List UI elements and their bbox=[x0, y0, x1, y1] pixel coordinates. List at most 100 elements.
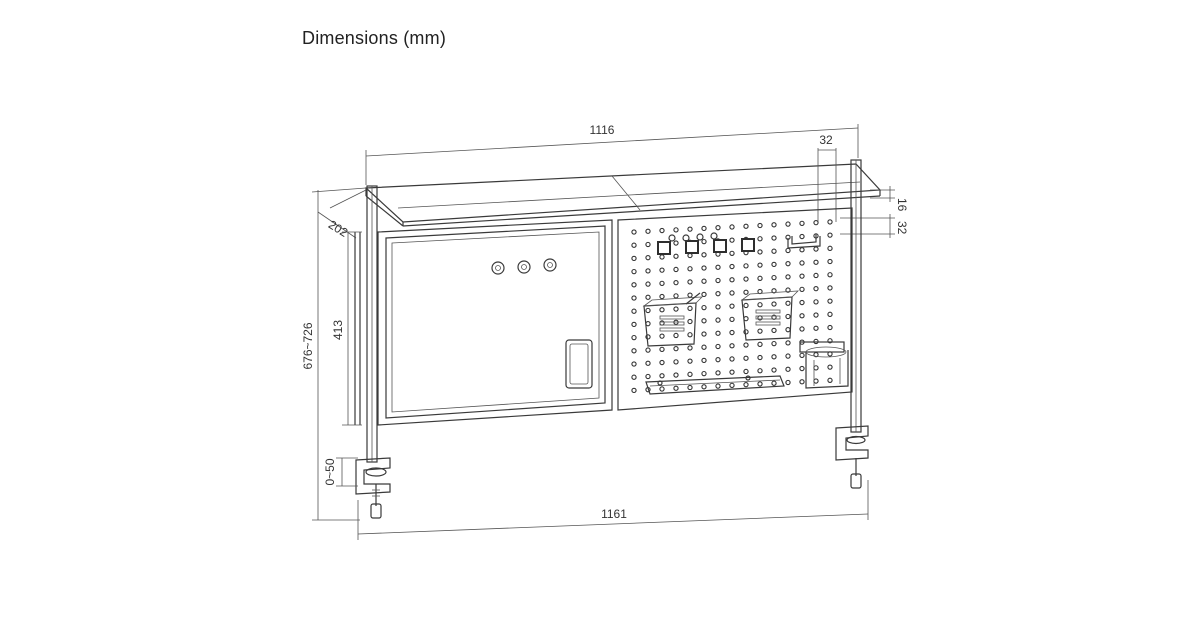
peg-hole bbox=[799, 260, 805, 266]
peg-hole bbox=[715, 330, 721, 336]
peg-hole bbox=[631, 268, 637, 275]
peg-hole bbox=[729, 224, 735, 230]
peg-hole bbox=[813, 259, 819, 265]
top-width-dimension: 1116 bbox=[365, 123, 859, 185]
peg-hole bbox=[757, 381, 763, 387]
peg-hole bbox=[743, 263, 749, 269]
peg-hole bbox=[743, 223, 749, 229]
peg-hole bbox=[827, 285, 833, 291]
peg-hole bbox=[659, 320, 665, 326]
peg-hole bbox=[631, 361, 637, 367]
peg-hole bbox=[771, 367, 777, 373]
peg-hole bbox=[827, 311, 833, 317]
peg-hole bbox=[673, 385, 679, 391]
peg-hole bbox=[701, 357, 707, 364]
peg-hole bbox=[645, 255, 651, 261]
clamp-range-label: 0~50 bbox=[323, 458, 337, 485]
peg-hole bbox=[827, 377, 833, 383]
peg-hole bbox=[701, 265, 707, 271]
peg-hole bbox=[743, 368, 749, 375]
peg-hole bbox=[715, 277, 721, 284]
peg-hole bbox=[701, 331, 707, 337]
u-hook bbox=[787, 234, 821, 249]
peg-hole bbox=[813, 312, 819, 318]
peg-hole bbox=[757, 368, 763, 374]
right-post bbox=[850, 159, 862, 433]
top-shelf bbox=[364, 163, 882, 227]
peg-hole bbox=[799, 286, 805, 293]
peg-hole bbox=[659, 359, 665, 366]
peg-hole bbox=[743, 276, 749, 282]
peg-hole bbox=[659, 333, 665, 339]
peg-hole bbox=[757, 222, 763, 229]
peg-hole bbox=[715, 343, 721, 350]
peg-hole bbox=[659, 293, 665, 300]
peg-hole bbox=[757, 328, 763, 334]
peg-hole bbox=[799, 326, 805, 332]
peg-hole bbox=[785, 261, 791, 267]
peg-hole bbox=[813, 246, 819, 252]
peg-hole bbox=[701, 318, 707, 324]
peg-hole bbox=[827, 272, 833, 278]
peg-hole bbox=[687, 226, 693, 232]
peg-hole bbox=[645, 321, 651, 327]
peg-hole bbox=[659, 227, 665, 234]
peg-hole bbox=[687, 266, 693, 272]
peg-hole bbox=[687, 252, 693, 259]
peg-hole bbox=[729, 250, 735, 257]
peg-hole bbox=[701, 370, 707, 377]
peg-hole bbox=[645, 268, 651, 274]
peg-hole bbox=[743, 302, 749, 309]
whiteboard-panel bbox=[377, 219, 613, 426]
hole-pitch-label: 32 bbox=[819, 133, 833, 147]
peg-hole bbox=[715, 304, 721, 310]
peg-hole bbox=[729, 343, 735, 349]
peg-hole bbox=[673, 359, 679, 365]
hole-row-pitch-label: 32 bbox=[895, 221, 909, 235]
peg-hole bbox=[673, 372, 679, 378]
peg-hole bbox=[799, 379, 805, 385]
peg-hole bbox=[673, 345, 679, 352]
peg-hole bbox=[673, 332, 679, 339]
peg-hole bbox=[785, 379, 791, 386]
peg-hole bbox=[645, 347, 651, 353]
peg-hole bbox=[757, 341, 763, 347]
bottom-width-label: 1161 bbox=[601, 507, 627, 521]
peg-hole bbox=[673, 240, 679, 246]
peg-hole bbox=[827, 298, 833, 304]
bottom-width-dimension: 1161 bbox=[357, 480, 869, 540]
top-width-label: 1116 bbox=[590, 123, 615, 137]
peg-hole bbox=[673, 253, 679, 259]
peg-hole bbox=[729, 277, 735, 283]
peg-hole bbox=[799, 247, 805, 253]
peg-hole bbox=[785, 353, 791, 359]
left-clamp bbox=[355, 457, 391, 519]
peg-hole bbox=[631, 242, 637, 248]
peg-hole bbox=[813, 365, 819, 371]
peg-hole bbox=[785, 327, 791, 333]
peg-hole bbox=[757, 354, 763, 361]
peg-hole bbox=[827, 364, 833, 370]
pegboard-accessories bbox=[642, 232, 849, 395]
depth-dimension: 202 bbox=[317, 189, 367, 240]
peg-hole bbox=[729, 290, 735, 296]
peg-hole bbox=[785, 287, 791, 293]
peg-hole bbox=[645, 228, 651, 234]
peg-hole bbox=[715, 370, 721, 376]
peg-hole bbox=[715, 225, 721, 231]
peg-hole bbox=[799, 365, 805, 372]
peg-hole bbox=[813, 299, 819, 305]
peg-hole bbox=[785, 366, 791, 372]
peg-hole bbox=[743, 289, 749, 295]
peg-hole bbox=[785, 300, 791, 306]
peg-hole bbox=[771, 327, 777, 334]
pegboard-panel bbox=[617, 207, 853, 411]
peg-hole bbox=[757, 275, 763, 281]
peg-hole bbox=[659, 267, 665, 273]
peg-hole bbox=[715, 291, 721, 297]
peg-hole bbox=[813, 285, 819, 292]
peg-hole bbox=[771, 222, 777, 228]
peg-hole bbox=[701, 238, 707, 245]
shelf-thickness-label: 16 bbox=[895, 198, 909, 212]
